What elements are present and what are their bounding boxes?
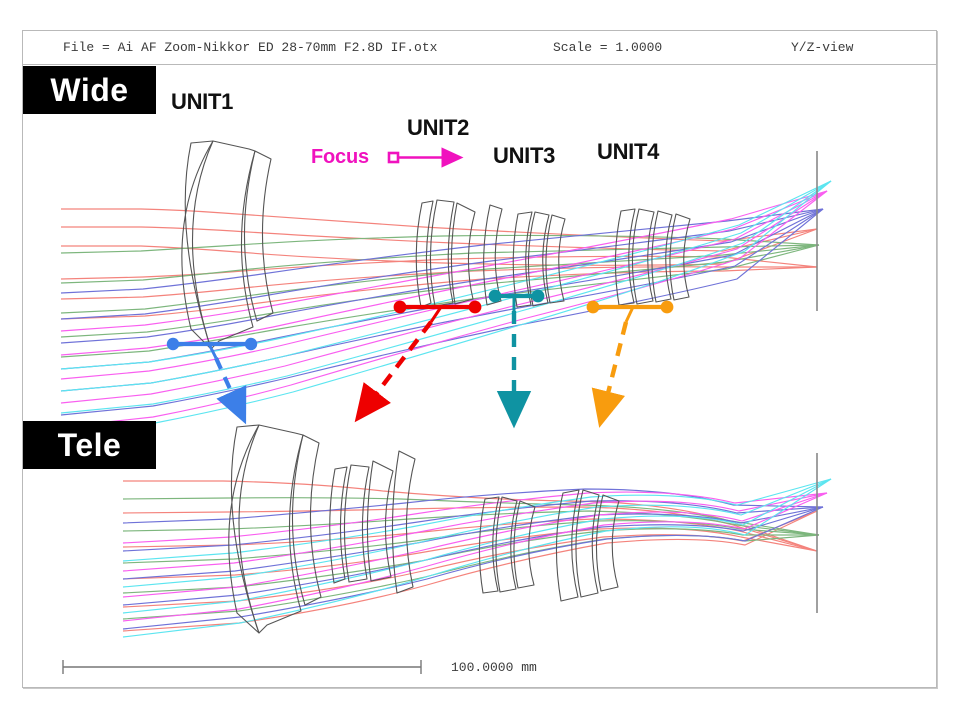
tele-unit1-group xyxy=(228,424,322,634)
header-bar: File = Ai AF Zoom-Nikkor ED 28-70mm F2.8… xyxy=(23,31,936,65)
unit2-movement-marker xyxy=(354,300,482,423)
mode-tag-tele-label: Tele xyxy=(57,426,122,463)
scale-bar xyxy=(62,660,422,674)
wide-unit4-group xyxy=(614,208,691,306)
mode-tag-wide: Wide xyxy=(23,66,156,114)
mode-tag-wide-label: Wide xyxy=(50,71,129,108)
tele-ray-bundle xyxy=(122,478,832,638)
unit4-movement-marker xyxy=(586,300,674,428)
diagram-frame: File = Ai AF Zoom-Nikkor ED 28-70mm F2.8… xyxy=(22,30,937,688)
tele-unit2-group xyxy=(329,450,416,594)
mode-tag-tele: Tele xyxy=(23,421,156,469)
ray-group-cyan-tele xyxy=(122,478,832,638)
focus-label: Focus xyxy=(311,146,369,168)
optical-drawing xyxy=(60,140,832,674)
wide-unit2-group xyxy=(415,199,503,308)
focus-arrow xyxy=(387,147,464,168)
tele-unit4-group xyxy=(555,489,620,602)
unit3-label: UNIT3 xyxy=(493,143,556,168)
wide-unit3-group xyxy=(512,211,566,308)
header-file-text: File = Ai AF Zoom-Nikkor ED 28-70mm F2.8… xyxy=(63,40,438,55)
wide-unit1-group xyxy=(181,140,274,350)
unit2-label: UNIT2 xyxy=(407,115,470,140)
wide-lens-elements xyxy=(181,140,691,350)
ray-group-magenta-tele xyxy=(122,491,828,622)
unit1-label: UNIT1 xyxy=(171,89,234,114)
header-view-text: Y/Z-view xyxy=(791,40,854,55)
unit1-movement-marker xyxy=(166,337,258,425)
tele-unit3-group xyxy=(478,496,536,594)
unit4-label: UNIT4 xyxy=(597,139,660,164)
ray-group-blue-wide xyxy=(60,208,824,416)
unit3-movement-marker xyxy=(488,289,545,429)
tele-lens-elements xyxy=(228,424,620,634)
scale-bar-caption: 100.0000 mm xyxy=(451,660,537,675)
ray-group-salmon-tele xyxy=(122,480,818,632)
header-scale-text: Scale = 1.0000 xyxy=(553,40,663,55)
ray-group-green-wide xyxy=(60,234,820,358)
